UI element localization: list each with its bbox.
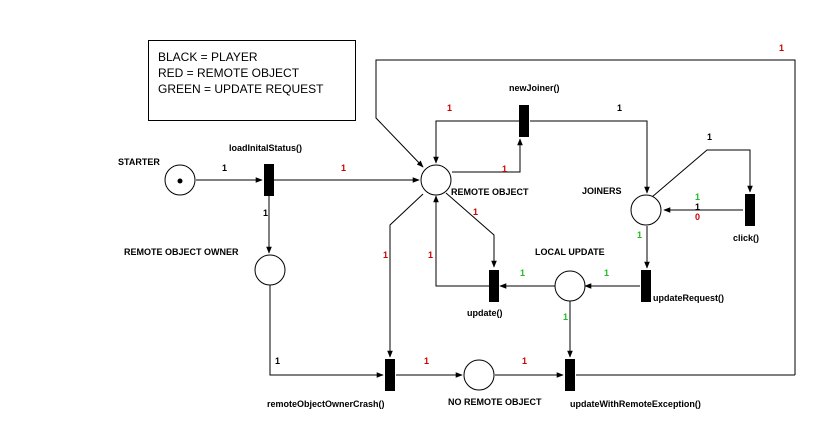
weight-load-to-owner: 1 [263,208,268,218]
label-local-update: LOCAL UPDATE [535,247,605,257]
weight-remote-to-update: 1 [473,207,478,217]
weight-newjoiner-to-remote: 1 [447,103,452,113]
transition-update-request [641,270,651,302]
arc-remote-to-crash [387,193,424,358]
arc-remote-to-corner-loop [375,59,796,375]
label-starter: STARTER [118,157,160,167]
transition-load-initial-status [264,164,274,196]
weight-joiners-to-updreq: 1 [637,230,642,240]
arc-remote-to-newjoiner [452,138,523,173]
weight-click-red: 0 [695,212,700,222]
label-update: update() [467,308,503,318]
place-no-remote-object [463,359,495,391]
arc-newjoiner-to-remote [433,120,520,164]
place-remote-object [420,164,452,196]
transition-click [745,194,755,226]
label-new-joiner: newJoiner() [509,83,560,93]
weight-local-to-updexc: 1 [563,312,568,322]
label-load-initial-status: loadInitalStatus() [229,143,302,153]
place-joiners [630,194,662,226]
legend-player: BLACK = PLAYER [158,50,258,64]
weight-update-to-remote: 1 [428,250,433,260]
transition-update [489,270,499,302]
transition-update-with-remote-exception [565,359,575,391]
label-update-with-remote-exception: updateWithRemoteException() [570,399,701,409]
starter-token [177,178,183,184]
transition-remote-object-owner-crash [385,359,395,391]
legend-remote-object: RED = REMOTE OBJECT [158,66,300,80]
weight-owner-to-crash: 1 [275,356,280,366]
weight-noremote-to-updexc: 1 [522,356,527,366]
label-click: click() [733,233,759,243]
weight-joiners-to-click: 1 [707,132,712,142]
weight-loop: 1 [779,43,784,53]
weight-load-to-remote: 1 [341,163,346,173]
label-remote-object-owner-crash: remoteObjectOwnerCrash() [267,399,385,409]
arc-update-to-remote [433,195,489,287]
label-no-remote-object: NO REMOTE OBJECT [448,397,542,407]
transition-new-joiner [519,105,529,137]
weight-remote-to-crash: 1 [383,250,388,260]
weight-click-green: 1 [695,192,700,202]
weight-local-to-update: 1 [520,268,525,278]
weight-remote-to-newjoiner: 1 [502,164,507,174]
weight-click-black: 1 [695,202,700,212]
arc-owner-to-crash [269,285,384,378]
label-joiners: JOINERS [582,186,622,196]
arc-newjoiner-to-joiners [530,120,650,194]
place-local-update [554,270,586,302]
weight-crash-to-noremote: 1 [424,356,429,366]
label-remote-object-owner: REMOTE OBJECT OWNER [124,247,239,257]
arc-remote-to-update [445,192,497,268]
weight-updreq-to-local: 1 [604,268,609,278]
weight-newjoiner-to-joiners: 1 [617,103,622,113]
place-remote-object-owner [254,254,286,286]
arc-joiners-to-click [651,149,753,198]
weight-starter-to-load: 1 [222,163,227,173]
legend: BLACK = PLAYER RED = REMOTE OBJECT GREEN… [148,40,356,121]
label-update-request: updateRequest() [653,293,724,303]
legend-update-request: GREEN = UPDATE REQUEST [158,82,324,96]
label-remote-object: REMOTE OBJECT [451,187,529,197]
